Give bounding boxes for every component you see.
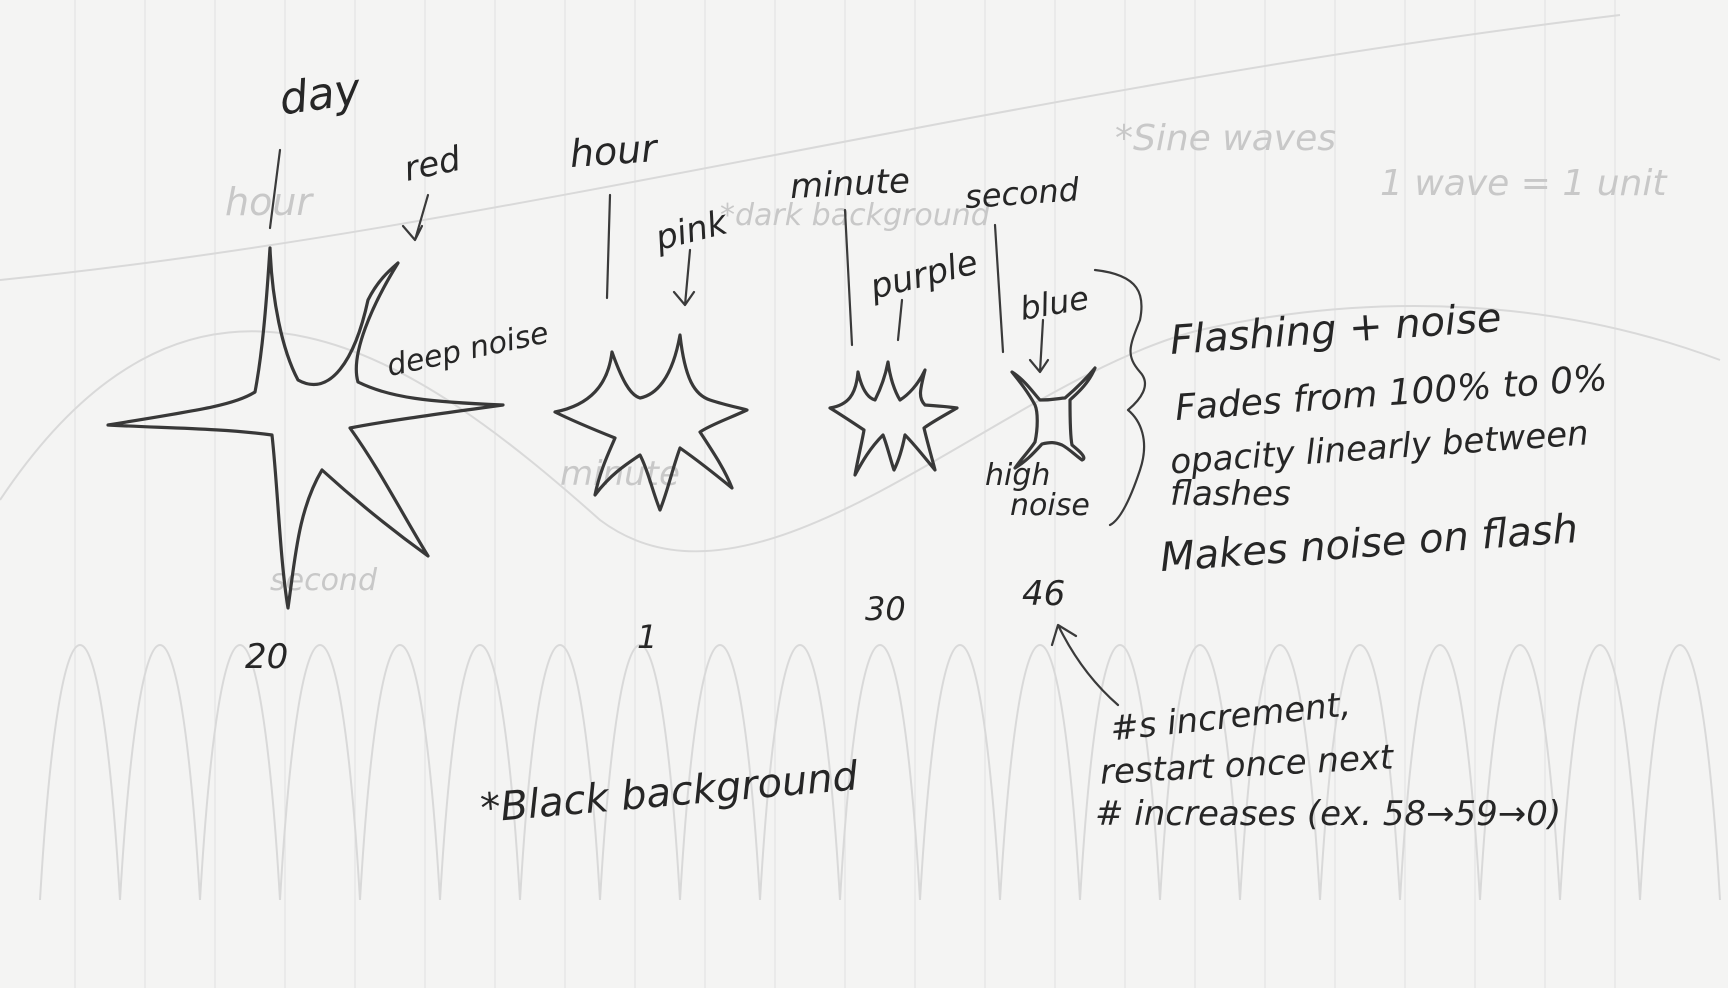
ghost-wave-note: 1 wave = 1 unit xyxy=(1380,163,1668,204)
second-noise-label-line2: noise xyxy=(1010,488,1090,523)
hour-number: 1 xyxy=(637,618,657,656)
minute-label-line xyxy=(843,208,854,347)
day-label: day xyxy=(276,64,364,126)
ghost-minute-note: minute xyxy=(560,454,680,494)
day-label-line xyxy=(268,148,282,230)
hour-label-line xyxy=(605,193,612,300)
hour-star xyxy=(553,333,749,512)
day-red-arrow xyxy=(401,193,430,242)
note-line5: Makes noise on flash xyxy=(1159,506,1580,581)
increment-line1: #s increment, xyxy=(1108,684,1352,749)
increment-line3: # increases (ex. 58→59→0) xyxy=(1095,794,1561,834)
notebook-rules xyxy=(74,0,1616,988)
minute-label: minute xyxy=(789,161,911,207)
minute-color-label: purple xyxy=(865,242,981,307)
hour-star-group: hour pink 1 xyxy=(553,126,749,656)
second-blue-arrow xyxy=(1028,318,1050,374)
minute-purple-line xyxy=(896,298,904,342)
note-line4: flashes xyxy=(1170,474,1291,514)
day-star xyxy=(106,246,505,610)
hour-color-label: pink xyxy=(650,202,732,259)
second-number: 46 xyxy=(1022,574,1065,614)
second-color-label: blue xyxy=(1017,279,1092,328)
day-noise-label: deep noise xyxy=(384,316,552,384)
increment-arrow xyxy=(1050,623,1120,707)
ghost-hour-note: hour xyxy=(225,180,314,224)
second-noise-label-line1: high xyxy=(985,458,1050,493)
second-star xyxy=(1010,366,1097,470)
hour-label: hour xyxy=(568,126,660,176)
ghost-annotations: *Sine waves 1 wave = 1 unit hour *dark b… xyxy=(225,118,1668,598)
ghost-sine-note: *Sine waves xyxy=(1115,118,1336,159)
note-line1: Flashing + noise xyxy=(1169,295,1503,364)
hour-pink-arrow xyxy=(672,248,696,307)
minute-star xyxy=(828,360,959,477)
minute-number: 30 xyxy=(865,590,906,628)
ghost-bg-note: *dark background xyxy=(720,198,991,233)
second-star-group: second blue high noise 46 xyxy=(964,170,1097,614)
second-label-line xyxy=(993,223,1005,354)
flash-notes: Flashing + noise Fades from 100% to 0% o… xyxy=(1159,295,1609,581)
ghost-second-note: second xyxy=(270,563,378,598)
curly-brace xyxy=(1093,268,1146,527)
day-color-label: red xyxy=(401,139,465,190)
second-label: second xyxy=(964,170,1081,216)
day-number: 20 xyxy=(245,637,288,677)
